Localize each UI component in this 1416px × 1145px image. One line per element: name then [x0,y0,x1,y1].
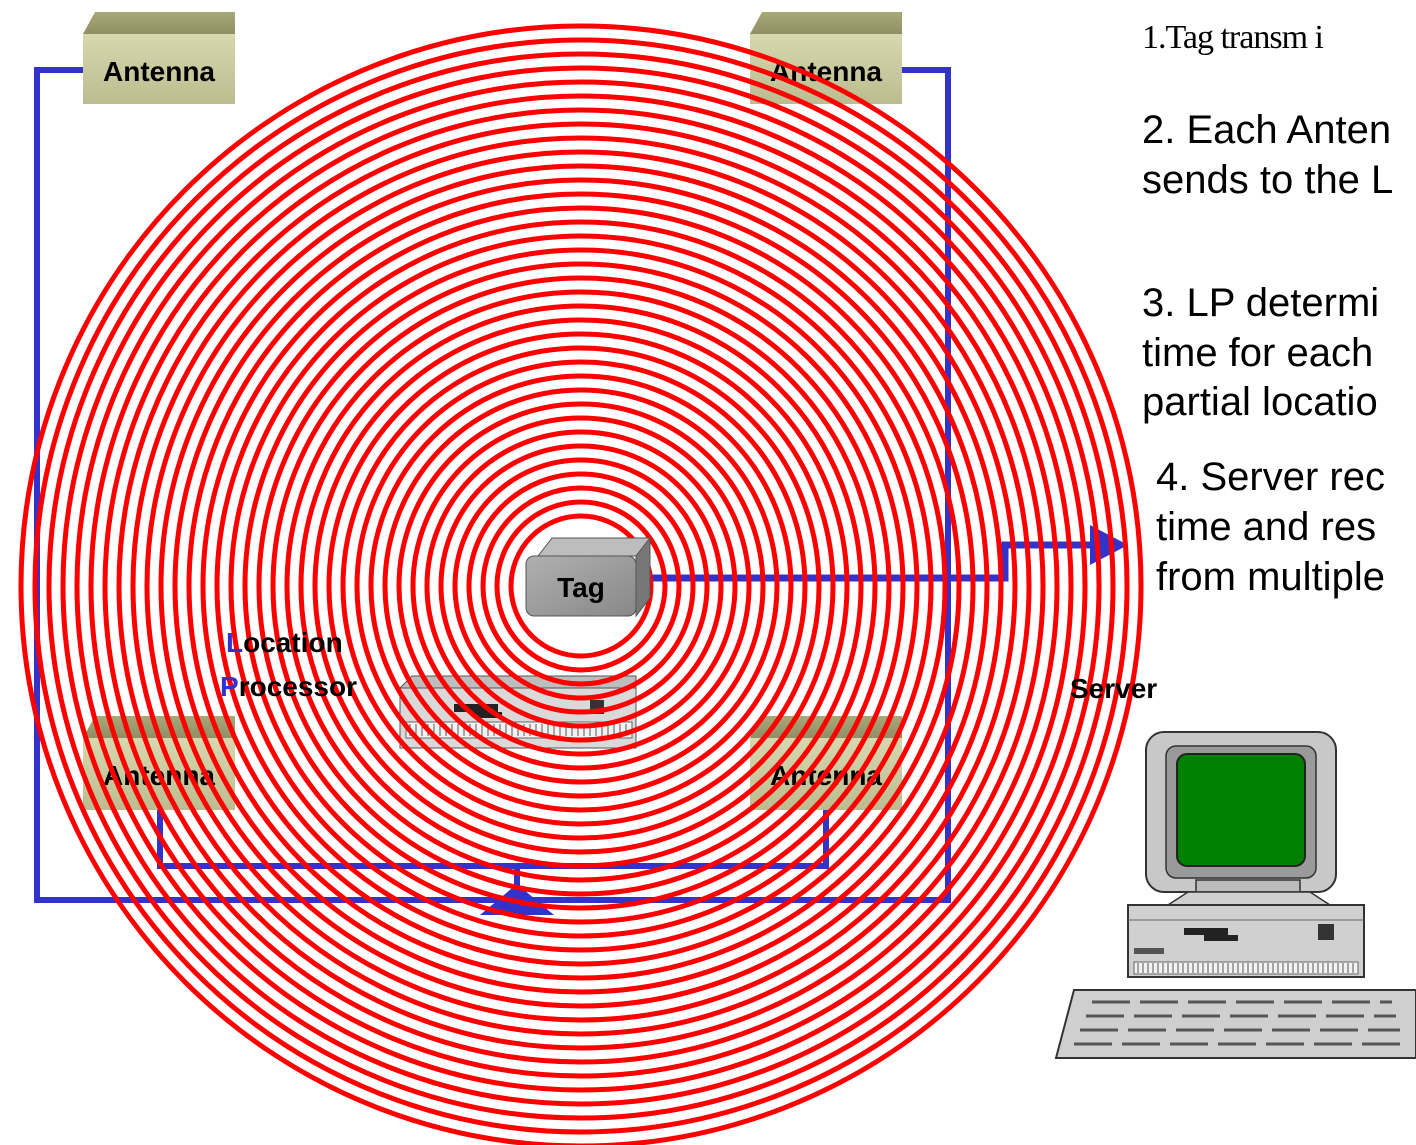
signal-ring [424,429,738,743]
signal-ring [18,23,1144,1145]
step-3-line-1: 3. LP determi [1142,281,1380,325]
signal-ring [368,373,794,799]
antenna-top-right-lid [750,12,902,34]
antenna-top-left-lid [83,12,235,34]
signal-ring [186,191,976,981]
step-3-line-3: partial locatio [1142,380,1378,424]
antenna-top-left-label: Antenna [103,56,215,87]
signal-ring [270,275,892,897]
wire-top-left-antenna [34,67,517,903]
signal-ring [354,359,808,813]
step-1-text: 1.Tag transm i [1142,19,1324,56]
signal-ring [312,317,850,855]
signal-ring [284,289,878,883]
step-4-line-1: 4. Server rec [1156,455,1385,499]
signal-ring [228,233,934,939]
step-2-line-1: 2. Each Anten [1142,108,1392,152]
location-processor-initial-p: P [220,671,239,702]
signal-ring [60,65,1102,1107]
signal-ring [46,51,1116,1121]
step-3-line-2: time for each [1142,331,1374,375]
signal-rings [18,23,1144,1145]
step-2-line-2: sends to the L [1142,158,1394,202]
signal-ring [256,261,906,911]
antenna-top-left-face [83,34,235,104]
signal-ring [396,401,766,771]
signal-ring [480,485,682,687]
server-keyboard [1054,989,1416,1059]
tag-device: Tag [525,536,652,618]
signal-ring [410,415,752,757]
signal-ring [74,79,1088,1093]
signal-ring [158,163,1004,1009]
signal-ring [508,513,654,659]
signal-ring [494,499,668,673]
signal-ring [144,149,1018,1023]
location-processor-initial-l: L [226,627,243,658]
signal-ring [32,37,1130,1135]
location-processor-label-line-2: Processor [220,671,357,702]
server-computer [1054,731,1416,1059]
signal-ring [452,457,710,715]
signal-ring [242,247,920,925]
signal-ring [130,135,1032,1037]
signal-ring [214,219,948,953]
signal-ring [340,345,822,827]
signal-ring [466,471,696,701]
step-4-line-2: time and res [1156,505,1377,549]
antenna-top-left: Antenna [83,12,235,104]
signal-ring [200,205,962,967]
location-processor-rest-2: rocessor [239,671,357,702]
location-processor-label-line-1: Location [226,627,343,658]
signal-ring [326,331,836,841]
server-label: Server [1070,673,1157,704]
signal-ring [382,387,780,785]
server-screen [1176,753,1306,867]
step-4-line-3: from multiple [1156,555,1385,599]
signal-ring [88,93,1074,1079]
signal-ring [102,107,1060,1065]
signal-ring [172,177,990,995]
signal-ring [438,443,724,729]
signal-ring [116,121,1046,1051]
tag-label: Tag [557,572,605,603]
signal-ring [298,303,864,869]
location-processor-rest-1: ocation [243,627,343,658]
